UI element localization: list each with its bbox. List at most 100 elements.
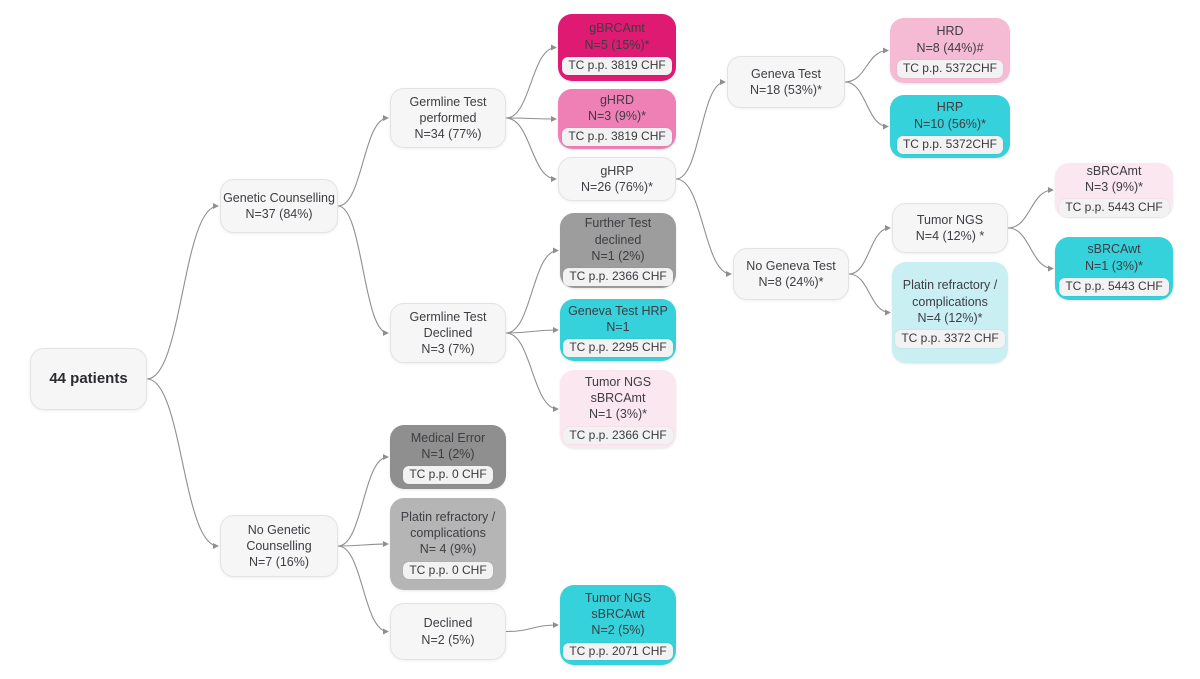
edge-no-genetic-counselling--medical-error (337, 453, 389, 547)
node-label: N=3 (7%) (421, 342, 475, 357)
cost-badge: TC p.p. 2295 CHF (563, 339, 673, 358)
node-label: N=37 (84%) (245, 207, 313, 221)
cost-badge: TC p.p. 5372CHF (896, 135, 1004, 154)
node-label: Further Test (584, 216, 652, 231)
cost-badge: TC p.p. 3819 CHF (562, 56, 672, 75)
cost-badge: TC p.p. 5443 CHF (1059, 277, 1169, 296)
node-label: N=8 (44%)# (916, 40, 984, 55)
cost-badge: TC p.p. 0 CHF (403, 561, 493, 580)
node-label: sBRCAwt (1087, 242, 1141, 257)
edge-germline-performed--ghrp (505, 117, 557, 183)
cost-badge: TC p.p. 2071 CHF (563, 642, 673, 661)
node-label: HRD (936, 24, 964, 39)
edge-tumor-ngs--sbrcawt (1007, 227, 1054, 272)
node-geneva-test-hrp: Geneva Test HRP N=1 TC p.p. 2295 CHF (560, 299, 676, 361)
node-label: Declined (423, 616, 473, 631)
cost-badge: TC p.p. 2366 CHF (563, 268, 673, 286)
node-label: 44 patients (49, 370, 128, 388)
node-label: HRP (936, 100, 964, 115)
node-label: N=7 (16%) (248, 555, 310, 570)
node-label: N=4 (12%) * (915, 229, 985, 243)
edge-germline-performed--gbrcamt (505, 44, 557, 119)
node-label: Counselling (246, 538, 312, 553)
node-label: Tumor NGS (916, 212, 984, 227)
node-tumor-ngs: Tumor NGS N=4 (12%) * (892, 203, 1008, 253)
cost-badge: TC p.p. 0 CHF (403, 466, 493, 485)
node-label: N=1 (606, 320, 630, 335)
edge-no-geneva-test--platin-refractory-cyan (848, 273, 891, 316)
node-label: N=5 (15%)* (584, 37, 650, 52)
node-label: Platin refractory / (400, 509, 496, 524)
edge-tumor-ngs--sbrcamt (1007, 186, 1054, 229)
node-label: Tumor NGS (584, 590, 652, 605)
edge-declined--tumor-ngs-sbrcawt (505, 621, 559, 633)
node-label: declined (594, 232, 642, 247)
edge-germline-declined--further-test-declined (505, 247, 559, 334)
node-label: N=1 (2%) (591, 248, 645, 263)
node-label: gHRD (599, 92, 635, 107)
node-label: N=26 (76%)* (581, 180, 653, 194)
node-label: Medical Error (410, 430, 486, 445)
edge-germline-declined--tumor-ngs-sbrcamt (505, 332, 559, 413)
edge-genetic-counselling--germline-declined (337, 205, 389, 336)
node-label: Germline Test (409, 94, 487, 109)
cost-badge: TC p.p. 3372 CHF (895, 330, 1005, 348)
edge-no-genetic-counselling--platin-refractory-gray (337, 540, 389, 548)
node-label: Genetic Counselling (223, 190, 335, 205)
node-label: performed (419, 110, 477, 125)
edge-genetic-counselling--germline-performed (337, 114, 389, 207)
node-label: complications (410, 526, 486, 541)
edge-ghrp--geneva-test (675, 78, 726, 180)
node-label: gBRCAmt (589, 21, 645, 36)
cost-badge: TC p.p. 2366 CHF (563, 426, 673, 445)
node-label: N=8 (24%)* (758, 275, 824, 289)
node-label: No Geneva Test (746, 258, 836, 273)
node-label: N=4 (12%)* (917, 310, 983, 325)
edge-geneva-test--hrp (844, 81, 889, 130)
node-label: Geneva Test HRP (568, 303, 668, 318)
node-label: N=1 (2%) (421, 447, 475, 462)
edge-root--no-genetic-counselling (146, 378, 219, 550)
node-label: N=1 (3%)* (1084, 258, 1143, 273)
edge-no-genetic-counselling--declined (337, 545, 389, 635)
node-label: complications (912, 294, 988, 309)
node-label: No Genetic (247, 522, 311, 537)
node-label: N=3 (9%)* (1084, 180, 1143, 195)
node-label: gHRP (600, 163, 634, 178)
edge-ghrp--no-geneva-test (675, 178, 732, 278)
cost-badge: TC p.p. 5372CHF (896, 59, 1004, 78)
node-label: N=1 (3%)* (588, 407, 647, 422)
node-label: N= 4 (9%) (419, 542, 477, 557)
node-label: N=3 (9%)* (587, 109, 646, 124)
node-label: Declined (423, 325, 473, 340)
node-label: N=2 (5%) (421, 632, 475, 647)
edge-geneva-test--hrd (844, 47, 889, 83)
edge-no-geneva-test--tumor-ngs (848, 224, 891, 275)
node-label: Geneva Test (751, 66, 821, 81)
node-label: sBRCAmt (590, 391, 646, 406)
edge-germline-declined--geneva-test-hrp (505, 326, 559, 334)
cost-badge: TC p.p. 3819 CHF (562, 128, 672, 147)
node-label: Germline Test (409, 309, 487, 324)
node-label: N=10 (56%)* (914, 116, 986, 131)
node-label: sBRCAmt (1086, 163, 1142, 178)
node-label: N=18 (53%)* (750, 83, 822, 97)
node-label: Tumor NGS (584, 374, 652, 389)
node-label: N=34 (77%) (414, 127, 482, 142)
